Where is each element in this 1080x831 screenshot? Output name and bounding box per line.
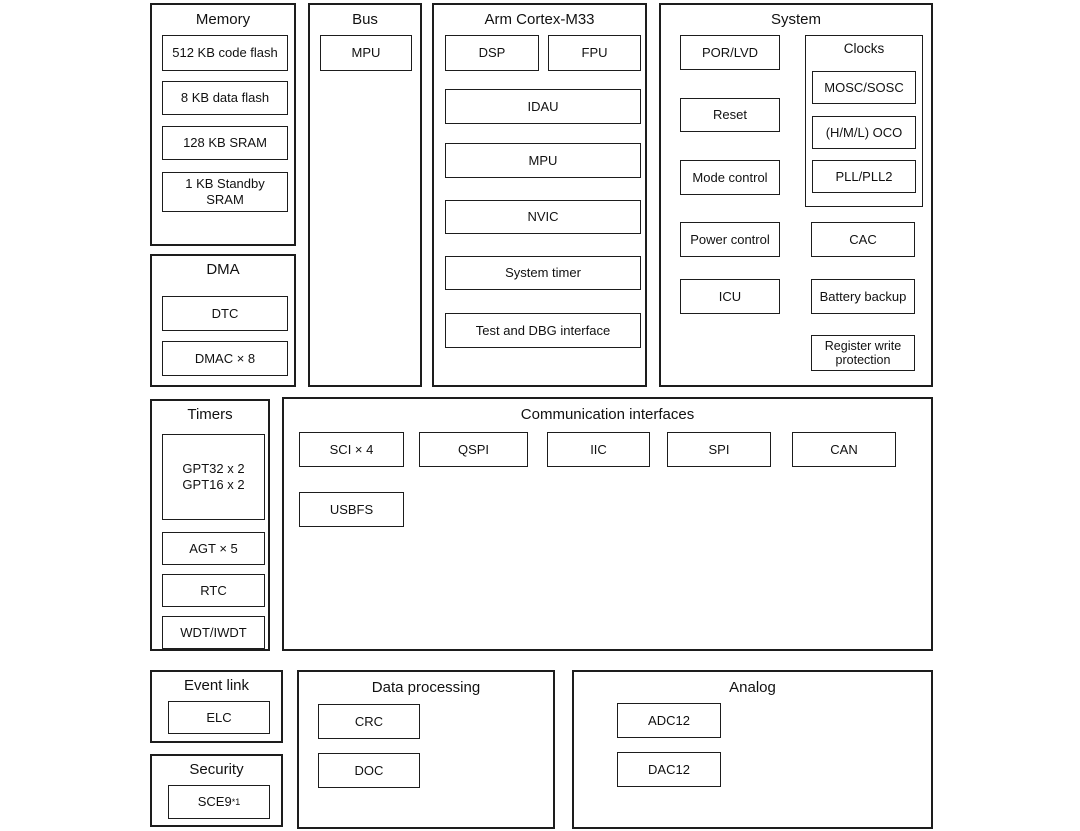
block-idau: IDAU (445, 89, 641, 124)
section-memory: Memory 512 KB code flash 8 KB data flash… (150, 3, 296, 246)
gpt-line-1: GPT32 x 2 (182, 461, 245, 476)
section-bus: Bus MPU (308, 3, 422, 387)
section-title-analog: Analog (729, 679, 776, 696)
block-data-flash: 8 KB data flash (162, 81, 288, 115)
block-gpt: GPT32 x 2 GPT16 x 2 (162, 434, 265, 520)
block-nvic: NVIC (445, 200, 641, 234)
block-reset: Reset (680, 98, 780, 132)
block-dmac: DMAC × 8 (162, 341, 288, 376)
section-arm-cortex-m33: Arm Cortex-M33 DSP FPU IDAU MPU NVIC Sys… (432, 3, 647, 387)
block-system-timer: System timer (445, 256, 641, 290)
block-mode-control: Mode control (680, 160, 780, 195)
block-doc: DOC (318, 753, 420, 788)
block-crc: CRC (318, 704, 420, 739)
section-communication-interfaces: Communication interfaces SCI × 4 QSPI II… (282, 397, 933, 651)
block-dtc: DTC (162, 296, 288, 331)
section-title-memory: Memory (195, 11, 251, 28)
block-elc: ELC (168, 701, 270, 734)
section-title-data-processing: Data processing (371, 679, 481, 696)
section-analog: Analog ADC12 DAC12 (572, 670, 933, 829)
block-cac: CAC (811, 222, 915, 257)
section-title-timers: Timers (187, 406, 233, 423)
block-usbfs: USBFS (299, 492, 404, 527)
block-register-write-protection: Register write protection (811, 335, 915, 371)
block-adc12: ADC12 (617, 703, 721, 738)
block-wdt-iwdt: WDT/IWDT (162, 616, 265, 649)
section-title-system: System (770, 11, 821, 28)
block-sce9: SCE9*1 (168, 785, 270, 819)
block-mosc-sosc: MOSC/SOSC (812, 71, 916, 104)
block-fpu: FPU (548, 35, 641, 71)
section-timers: Timers GPT32 x 2 GPT16 x 2 AGT × 5 RTC W… (150, 399, 270, 651)
block-dac12: DAC12 (617, 752, 721, 787)
block-sci: SCI × 4 (299, 432, 404, 467)
subgroup-title-clocks: Clocks (843, 41, 885, 56)
block-rtc: RTC (162, 574, 265, 607)
block-icu: ICU (680, 279, 780, 314)
section-title-event-link: Event link (183, 677, 250, 694)
section-title-communication: Communication interfaces (520, 406, 695, 423)
block-agt: AGT × 5 (162, 532, 265, 565)
block-hml-oco: (H/M/L) OCO (812, 116, 916, 149)
section-title-dma: DMA (206, 261, 240, 278)
section-event-link: Event link ELC (150, 670, 283, 743)
block-por-lvd: POR/LVD (680, 35, 780, 70)
block-standby-sram: 1 KB Standby SRAM (162, 172, 288, 212)
block-battery-backup: Battery backup (811, 279, 915, 314)
block-power-control: Power control (680, 222, 780, 257)
subgroup-clocks: Clocks MOSC/SOSC (H/M/L) OCO PLL/PLL2 (805, 35, 923, 207)
block-sram: 128 KB SRAM (162, 126, 288, 160)
block-code-flash: 512 KB code flash (162, 35, 288, 71)
block-pll-pll2: PLL/PLL2 (812, 160, 916, 193)
sce9-label: SCE9 (197, 794, 232, 809)
block-dsp: DSP (445, 35, 539, 71)
block-test-dbg-interface: Test and DBG interface (445, 313, 641, 348)
section-data-processing: Data processing CRC DOC (297, 670, 555, 829)
section-dma: DMA DTC DMAC × 8 (150, 254, 296, 387)
block-bus-mpu: MPU (320, 35, 412, 71)
gpt-line-2: GPT16 x 2 (182, 477, 245, 492)
block-can: CAN (792, 432, 896, 467)
block-spi: SPI (667, 432, 771, 467)
block-cortex-mpu: MPU (445, 143, 641, 178)
section-title-security: Security (189, 761, 244, 778)
section-system: System POR/LVD Reset Mode control Power … (659, 3, 933, 387)
section-security: Security SCE9*1 (150, 754, 283, 827)
section-title-arm-cortex-m33: Arm Cortex-M33 (484, 11, 595, 28)
section-title-bus: Bus (352, 11, 378, 28)
block-qspi: QSPI (419, 432, 528, 467)
block-iic: IIC (547, 432, 650, 467)
